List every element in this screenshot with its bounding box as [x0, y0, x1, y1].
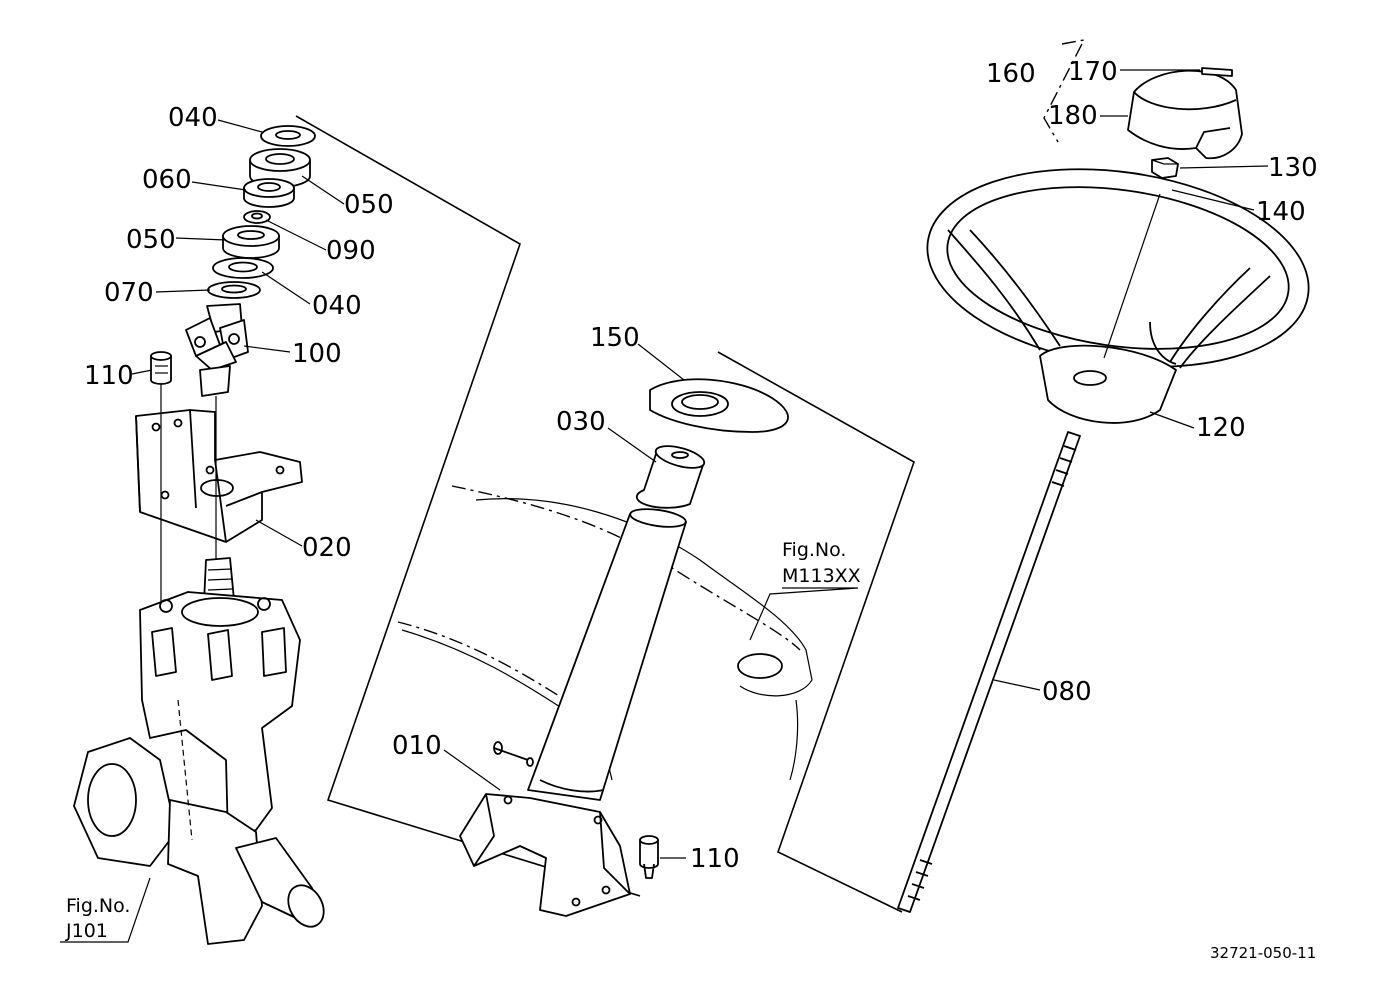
part-label-090: 090 — [326, 236, 376, 266]
part-label-160: 160 — [986, 59, 1036, 89]
steering-column-tube — [527, 508, 687, 801]
figure-reference-m113xx-number: M113XX — [782, 565, 861, 587]
figure-reference-j101-number: J101 — [65, 920, 108, 942]
part-label-050-top: 050 — [344, 190, 394, 220]
part-label-040-lower: 040 — [312, 291, 362, 321]
boot-150 — [649, 378, 789, 433]
panel-edge — [789, 699, 799, 781]
panel-hole — [737, 653, 783, 679]
steering-wheel-120 — [926, 168, 1310, 424]
part-label-140: 140 — [1256, 197, 1306, 227]
part-label-050-lower: 050 — [126, 225, 176, 255]
bolt-110-right — [639, 835, 659, 879]
part-label-130: 130 — [1268, 153, 1318, 183]
leader-lines — [60, 69, 1269, 943]
washer-040-lower — [212, 257, 274, 279]
nut-090 — [243, 210, 271, 224]
part-label-020: 020 — [302, 533, 352, 563]
part-label-030: 030 — [556, 407, 606, 437]
part-label-110-left: 110 — [84, 361, 134, 391]
steering-gearbox — [73, 557, 325, 945]
left-assembly — [73, 125, 325, 945]
figure-reference-j101-caption: Fig.No. — [66, 895, 130, 917]
bracket-020 — [135, 409, 303, 543]
emblem-170 — [1201, 67, 1233, 77]
group-frame-right — [717, 351, 915, 913]
part-label-180: 180 — [1048, 101, 1098, 131]
part-label-010: 010 — [392, 731, 442, 761]
right-assembly — [897, 39, 1310, 913]
washer-040-top — [260, 125, 316, 147]
part-label-060: 060 — [142, 165, 192, 195]
universal-joint-100 — [185, 303, 249, 412]
dash-panel-outline — [475, 498, 813, 697]
part-label-080: 080 — [1042, 677, 1092, 707]
part-label-120: 120 — [1196, 413, 1246, 443]
part-label-070: 070 — [104, 278, 154, 308]
part-label-040-top: 040 — [168, 103, 218, 133]
figure-reference-j101: Fig.No. J101 — [65, 895, 130, 942]
nut-130 — [1151, 157, 1179, 179]
bolt-110-left — [150, 351, 172, 385]
ring-070 — [207, 281, 261, 299]
figure-reference-m113xx: Fig.No. M113XX — [782, 539, 861, 587]
seal-060 — [243, 178, 295, 208]
drawing-code: 32721-050-11 — [1210, 944, 1316, 962]
part-label-110-right: 110 — [690, 844, 740, 874]
part-label-100: 100 — [292, 339, 342, 369]
steering-shaft-080 — [897, 431, 1081, 913]
part-label-150: 150 — [590, 323, 640, 353]
column-bracket-010 — [459, 741, 631, 917]
group-160-bracket — [1043, 39, 1086, 143]
bearing-050-lower — [222, 225, 280, 259]
part-label-170: 170 — [1068, 57, 1118, 87]
center-assembly — [295, 115, 915, 917]
cap-180 — [1127, 69, 1243, 160]
figure-reference-m113xx-caption: Fig.No. — [782, 539, 846, 561]
part-labels: 040 050 060 090 050 040 070 100 110 020 … — [84, 57, 1318, 874]
sleeve-030 — [635, 445, 706, 509]
